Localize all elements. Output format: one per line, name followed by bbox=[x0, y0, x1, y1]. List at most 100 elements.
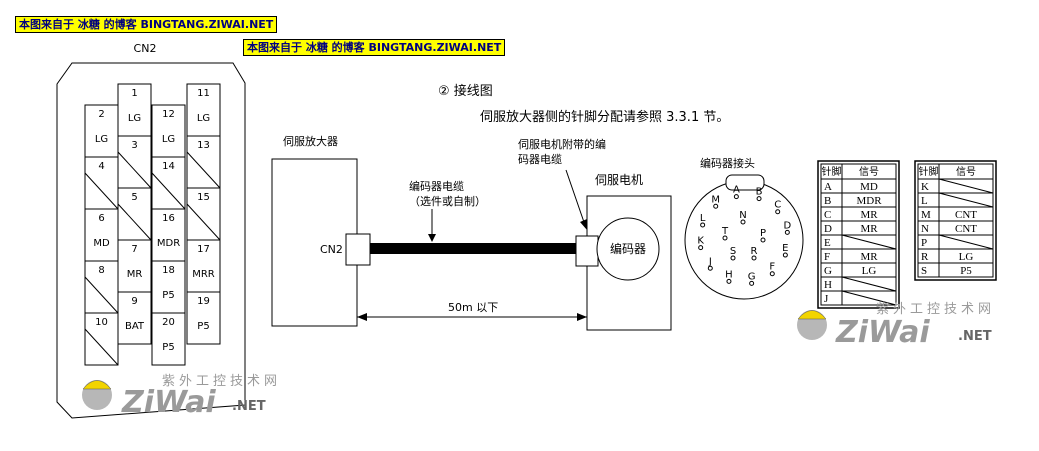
motor-cable-label-1: 伺服电机附带的编 bbox=[518, 137, 606, 151]
cn2-pin-number: 18 bbox=[162, 265, 175, 276]
table-cell-pin: P bbox=[921, 237, 927, 249]
cn2-pin-number: 17 bbox=[197, 244, 210, 255]
table-cell-signal: LG bbox=[959, 251, 974, 263]
encoder-pin-label: A bbox=[733, 185, 740, 196]
cn2-pin-number: 3 bbox=[131, 140, 137, 151]
table-cell-pin: G bbox=[824, 265, 832, 277]
watermark-bottom-left: 紫外工控技术网 ZiWai .NET bbox=[82, 374, 281, 420]
cn2-pin-signal: MR bbox=[127, 269, 143, 280]
table-cell-signal: CNT bbox=[955, 209, 977, 221]
table-cell-pin: R bbox=[921, 251, 929, 263]
table-cell-signal: CNT bbox=[955, 223, 977, 235]
cn2-pin-number: 15 bbox=[197, 192, 210, 203]
cn2-unused-diagonal bbox=[117, 203, 152, 241]
table-cell-signal: MR bbox=[860, 251, 878, 263]
encoder-pin-hole bbox=[784, 229, 790, 235]
banner-top: 本图来自于 冰糖 的博客 BINGTANG.ZIWAI.NET bbox=[15, 16, 278, 33]
encoder-pin-label: P bbox=[760, 228, 766, 239]
servo-amplifier-box bbox=[271, 158, 358, 327]
cn2-pin-signal: LG bbox=[128, 113, 141, 124]
encoder-pin-label: N bbox=[739, 210, 746, 221]
cn2-unused-diagonal bbox=[151, 172, 186, 210]
encoder-pin-label: E bbox=[782, 243, 788, 254]
watermark-logo: ZiWai bbox=[121, 385, 216, 420]
cn2-cell-9 bbox=[117, 291, 152, 345]
encoder-label: 编码器 bbox=[610, 241, 646, 256]
encoder-pin-label: R bbox=[751, 246, 758, 257]
encoder-pin-label: L bbox=[700, 213, 706, 224]
table-cell-pin: M bbox=[921, 209, 931, 221]
watermark-bottom-right: 紫外工控技术网 ZiWai .NET bbox=[797, 302, 995, 350]
encoder-connector-key bbox=[725, 174, 765, 191]
encoder-circle bbox=[596, 217, 660, 281]
cn2-pin-number: 10 bbox=[95, 317, 108, 328]
cn2-unused-diagonal bbox=[84, 172, 119, 210]
table-header-signal: 信号 bbox=[956, 166, 976, 178]
cn2-pin-signal: P5 bbox=[197, 321, 209, 332]
encoder-pin-hole bbox=[722, 235, 728, 241]
encoder-pin-label: S bbox=[730, 246, 736, 257]
section-title: ② 接线图 bbox=[438, 83, 493, 99]
cn2-pin-number: 8 bbox=[98, 265, 104, 276]
cn2-pin-signal: BAT bbox=[125, 321, 145, 332]
table-cell-signal: MR bbox=[860, 223, 878, 235]
encoder-pin-label: G bbox=[748, 271, 756, 282]
table-cell-signal: P5 bbox=[960, 265, 972, 277]
table-unused-diagonal bbox=[841, 276, 897, 292]
table-header-pin: 针脚 bbox=[822, 165, 842, 178]
encoder-pin-label: D bbox=[783, 220, 791, 231]
watermark-cn-text: 紫外工控技术网 bbox=[162, 374, 281, 389]
table-cell-pin: S bbox=[921, 265, 927, 277]
cn2-pin-signal: P5 bbox=[162, 342, 174, 353]
table-cell-pin: K bbox=[921, 181, 929, 193]
encoder-pin-label: F bbox=[769, 262, 775, 273]
encoder-pin-hole bbox=[740, 219, 746, 225]
encoder-pin-hole bbox=[782, 252, 788, 258]
encoder-pin-hole bbox=[698, 245, 704, 251]
encoder-pin-hole bbox=[713, 203, 719, 209]
table-unused-diagonal bbox=[938, 178, 994, 194]
watermark-net: .NET bbox=[232, 399, 266, 414]
table-header-signal: 信号 bbox=[859, 166, 879, 178]
cable-label-arrowhead bbox=[428, 234, 436, 242]
cn2-pin-signal: P5 bbox=[162, 290, 174, 301]
watermark-cn-text: 紫外工控技术网 bbox=[876, 302, 995, 317]
cn2-pin-signal: LG bbox=[197, 113, 210, 124]
cn2-pin-number: 7 bbox=[131, 244, 137, 255]
cn2-unused-diagonal bbox=[84, 276, 119, 314]
encoder-pin-label: M bbox=[711, 194, 720, 205]
cn2-pin-signal: LG bbox=[162, 134, 175, 145]
table-header-pin: 针脚 bbox=[919, 165, 939, 178]
encoder-pin-label: C bbox=[774, 200, 781, 211]
encoder-cable bbox=[370, 243, 576, 254]
pin-assignment-note: 伺服放大器侧的针脚分配请参照 3.3.1 节。 bbox=[480, 109, 729, 125]
table-cell-signal: MDR bbox=[856, 195, 882, 207]
cn2-pin-number: 19 bbox=[197, 296, 210, 307]
table-outer-border bbox=[817, 160, 900, 309]
cn2-outline bbox=[56, 62, 246, 419]
table-unused-diagonal bbox=[938, 192, 994, 208]
table-cell-pin: B bbox=[824, 195, 831, 207]
table-cell-pin: J bbox=[824, 293, 829, 305]
encoder-pin-hole bbox=[751, 255, 757, 261]
encoder-pin-hole bbox=[700, 222, 706, 228]
encoder-pin-hole bbox=[749, 280, 755, 286]
cn2-unused-diagonal bbox=[117, 151, 152, 189]
cn2-pin-number: 5 bbox=[131, 192, 137, 203]
table-outer-border bbox=[914, 160, 997, 281]
table-cell-pin: C bbox=[824, 209, 831, 221]
cable-label-2: （选件或自制） bbox=[409, 195, 486, 208]
cable-label-1: 编码器电缆 bbox=[409, 179, 464, 193]
table-cell-pin: N bbox=[921, 223, 929, 235]
cn2-cell-20 bbox=[151, 312, 186, 366]
cn2-cell-19 bbox=[186, 291, 221, 345]
table-cell-pin: E bbox=[824, 237, 831, 249]
table-cell-pin: A bbox=[824, 181, 832, 193]
table-cell-signal: LG bbox=[862, 265, 877, 277]
cn2-pin-number: 6 bbox=[98, 213, 104, 224]
